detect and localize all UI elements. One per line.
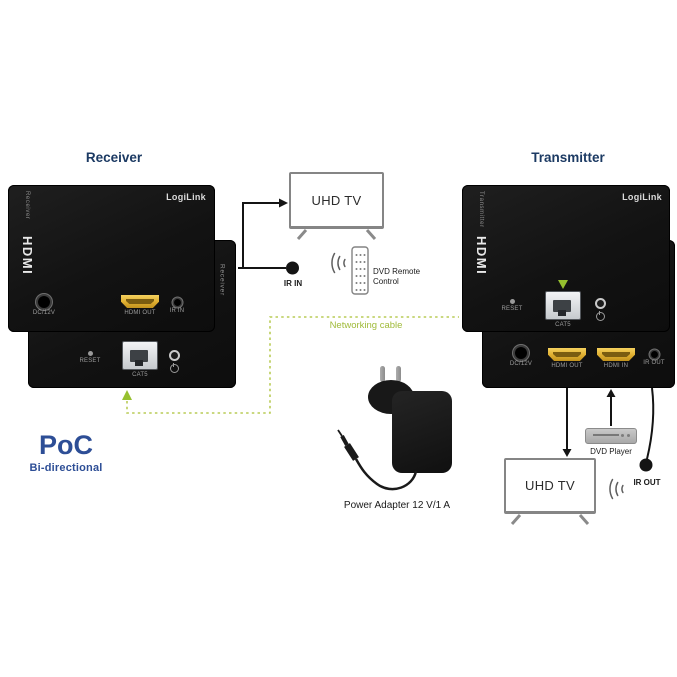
power-icon <box>169 363 179 373</box>
transmitter-title: Transmitter <box>531 150 605 165</box>
power-led <box>594 298 606 309</box>
dvd-player-label: DVD Player <box>590 447 632 456</box>
power-led <box>168 350 180 361</box>
port-label-ir-out: IR OUT <box>643 360 665 366</box>
reset-hole <box>509 299 515 304</box>
networking-cable-label: Networking cable <box>329 320 403 331</box>
bidirectional-label: Bi-directional <box>29 462 103 475</box>
ir-out-dot <box>639 458 653 472</box>
port-label-cat5: CAT5 <box>132 372 148 378</box>
transmitter-dc-port: DC/12V <box>501 347 541 367</box>
rj45-port <box>545 291 581 320</box>
remote-control-icon <box>351 246 369 295</box>
ir-jack <box>650 351 658 358</box>
transmitter-hdmi-in-port: HDMI IN <box>590 348 642 369</box>
tv-stand-bottom <box>510 514 590 525</box>
uhd-tv-bottom-label: UHD TV <box>525 478 575 493</box>
receiver-to-tv-cable <box>242 198 288 268</box>
transmitter-ir-out-port: IR OUT <box>637 351 671 366</box>
receiver-side-label: Receiver <box>218 264 226 297</box>
hdmi-panel-text: HDMI <box>20 236 35 276</box>
receiver-model-text: Receiver <box>24 191 30 220</box>
uhd-tv-top-label: UHD TV <box>311 192 362 208</box>
hdmi-port <box>597 348 635 361</box>
ir-out-cable <box>639 387 655 472</box>
receiver-hdmi-out-port: HDMI OUT <box>114 295 166 316</box>
ir-in-dot <box>286 261 299 275</box>
transmitter-reset-port: RESET <box>494 299 530 312</box>
dvd-player <box>585 428 637 444</box>
rj45-port <box>122 341 158 370</box>
uhd-tv-top: UHD TV <box>289 172 384 229</box>
cable-arrow-up <box>122 390 132 400</box>
dvd-button <box>621 434 624 437</box>
ir-waves-top-icon <box>331 252 346 274</box>
power-icon <box>595 311 605 321</box>
transmitter-cat5-port: CAT5 <box>540 291 586 328</box>
transmitter-model-text: Transmitter <box>478 191 484 228</box>
transmitter-hdmi-out-port: HDMI OUT <box>541 348 593 369</box>
receiver-cat5-port: CAT5 <box>117 341 163 378</box>
tv-stand-top <box>296 229 377 240</box>
power-adapter-body <box>392 391 452 473</box>
port-label-reset: RESET <box>501 306 523 312</box>
receiver-title: Receiver <box>85 150 143 165</box>
hdmi-panel-text: HDMI <box>474 236 489 276</box>
ir-jack <box>173 299 181 306</box>
ir-in-cable <box>238 261 299 275</box>
receiver-dc-port: DC/12V <box>24 296 64 316</box>
dvd-to-transmitter-arrow <box>606 389 616 426</box>
hdmi-port <box>548 348 586 361</box>
receiver-power-led <box>163 350 185 373</box>
uhd-tv-bottom: UHD TV <box>504 458 596 514</box>
power-adapter-label: Power Adapter 12 V/1 A <box>343 500 451 511</box>
port-label-ir-in: IR IN <box>169 308 185 314</box>
port-label-hdmi-out: HDMI OUT <box>124 310 156 316</box>
transmitter-power-led <box>589 298 611 321</box>
logilink-logo: LogiLink <box>166 192 206 202</box>
logilink-logo: LogiLink <box>622 192 662 202</box>
port-label-dc: DC/12V <box>32 310 56 316</box>
port-label-reset: RESET <box>79 358 101 364</box>
reset-hole <box>87 351 93 356</box>
ir-out-label: IR OUT <box>633 478 661 487</box>
hdmi-port <box>121 295 159 308</box>
port-label-cat5: CAT5 <box>555 322 571 328</box>
dvd-button <box>627 434 630 437</box>
dc-jack <box>38 296 50 308</box>
receiver-ir-in-port: IR IN <box>161 299 193 314</box>
dvd-slot <box>593 434 619 436</box>
poc-label: PoC <box>39 430 93 460</box>
ir-in-label: IR IN <box>283 279 303 288</box>
receiver-reset-port: RESET <box>72 351 108 364</box>
dc-jack <box>515 347 527 359</box>
poc-block: PoC Bi-directional <box>28 430 104 475</box>
ir-waves-bottom-icon <box>609 478 624 500</box>
port-label-dc: DC/12V <box>509 361 533 367</box>
port-label-hdmi-out: HDMI OUT <box>551 363 583 369</box>
port-label-hdmi-in: HDMI IN <box>603 363 629 369</box>
transmitter-to-tv-arrow <box>562 388 572 457</box>
dvd-remote-label: DVD Remote Control <box>373 267 421 287</box>
